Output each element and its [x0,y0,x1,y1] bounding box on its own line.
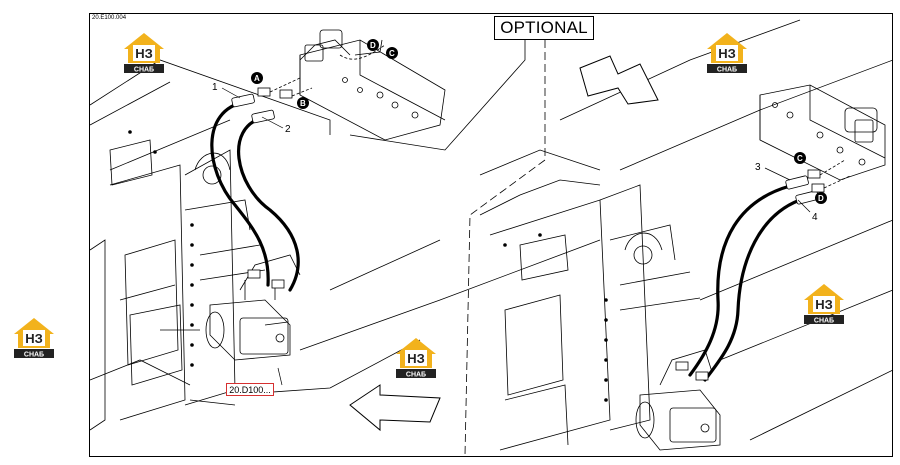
right-valve-block [759,84,886,181]
logo-brand-text: СНАБ [24,352,44,359]
port-marker-d-right: D [815,192,827,204]
house-logo-icon: НЗ СНАБ [14,318,54,359]
callout-1: 1 [212,82,218,93]
port-marker-d-right-label: D [818,194,824,203]
svg-text:НЗ: НЗ [25,331,43,346]
direction-arrow-bottom [349,384,441,432]
house-logo-icon: НЗ СНАБ [396,338,436,379]
right-hose-fittings [675,169,825,381]
port-marker-b: B [297,97,309,109]
callout-4: 4 [812,212,818,223]
port-marker-c-left: C [386,47,398,59]
right-hoses [688,184,802,382]
leader-line-reference [277,367,283,386]
port-marker-d-left-label: D [370,41,376,50]
left-hoses [210,100,300,292]
leader-line-4 [797,199,811,213]
callout-2: 2 [285,124,291,135]
left-hose-fittings [231,87,293,289]
left-hose-routing-b [291,87,313,97]
house-logo-icon: НЗ СНАБ [707,33,747,74]
logo-brand-text: СНАБ [717,67,737,74]
logo-brand-text: СНАБ [134,67,154,74]
brand-logo-watermark: НЗ СНАБ [120,27,168,75]
logo-brand-text: СНАБ [814,318,834,325]
right-hose-routing-c [819,159,846,176]
port-marker-a-label: A [254,74,260,83]
reference-link-20-d100[interactable]: 20.D100... [226,383,274,396]
house-logo-icon: НЗ СНАБ [804,284,844,325]
leader-line-1 [221,87,241,99]
optional-label: OPTIONAL [494,16,594,40]
brand-logo-watermark: НЗ СНАБ [800,278,848,326]
brand-logo-watermark: НЗ СНАБ [703,27,751,75]
callout-3: 3 [755,162,761,173]
port-marker-c-right: C [794,152,806,164]
optional-divider [464,40,546,456]
drawing-frame [89,13,893,457]
port-marker-c-right-label: C [797,154,803,163]
port-marker-d-left: D [367,39,379,51]
logo-brand-text: СНАБ [406,372,426,379]
brand-logo-watermark: НЗ СНАБ [10,312,58,360]
svg-text:НЗ: НЗ [407,351,425,366]
left-chassis-linework [89,16,601,431]
port-marker-a: A [251,72,263,84]
port-marker-c-left-label: C [389,49,395,58]
right-motor-assembly [635,349,721,451]
svg-text:НЗ: НЗ [718,46,736,61]
left-valve-block [299,29,446,141]
direction-arrow-top [579,55,659,105]
left-motor-assembly [205,254,301,361]
house-logo-icon: НЗ СНАБ [124,33,164,74]
port-marker-b-label: B [300,99,306,108]
left-hose-routing-a [269,77,301,93]
svg-text:НЗ: НЗ [135,46,153,61]
sheet-id-label: 20.E100.004 [92,15,127,21]
leader-line-3 [764,167,791,181]
svg-text:НЗ: НЗ [815,297,833,312]
brand-logo-watermark: НЗ СНАБ [392,332,440,380]
right-chassis-linework [479,19,894,451]
leader-line-2 [261,116,284,129]
